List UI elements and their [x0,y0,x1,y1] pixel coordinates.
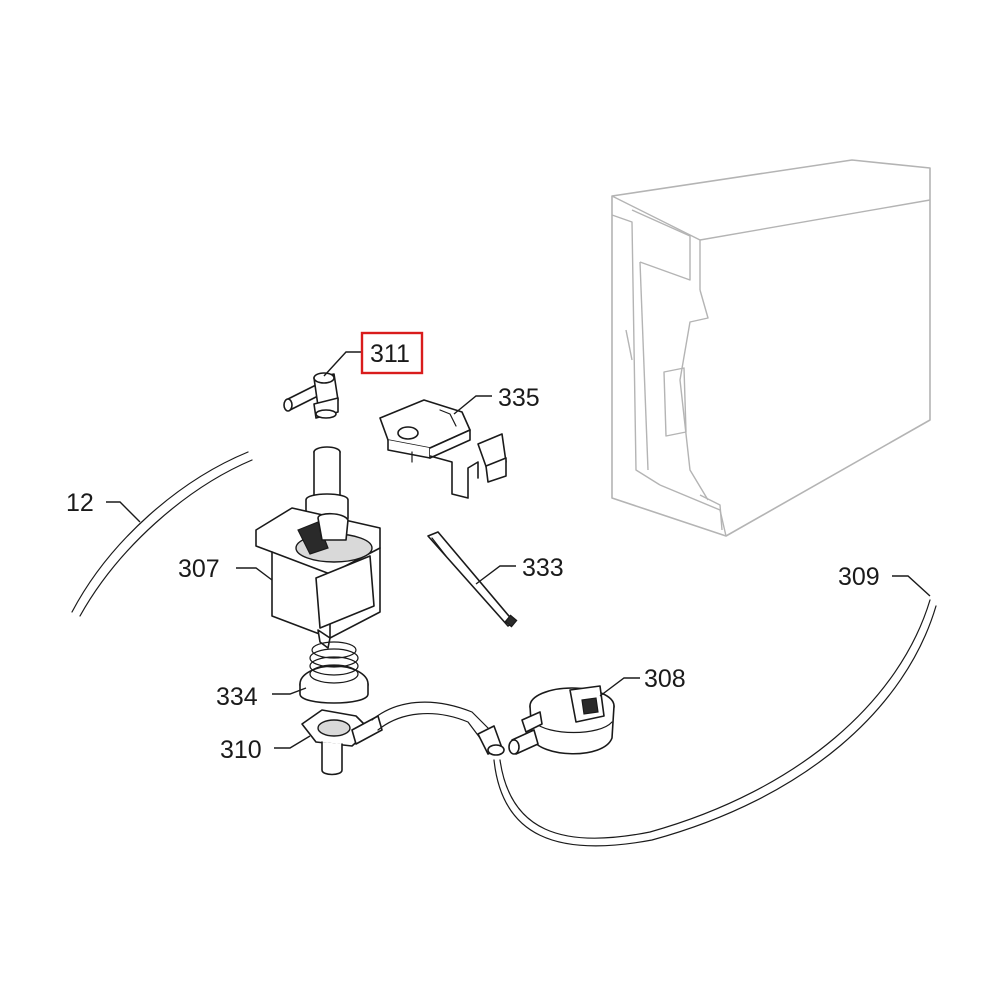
part-311-elbow-fitting [283,372,339,419]
connecting-tube [371,701,505,756]
part-309-hose [493,599,937,847]
part-308-flowmeter [508,685,615,755]
leader-308 [599,677,640,697]
leader-335 [453,395,492,415]
label-309: 309 [838,563,880,591]
part-333-cable-tie [427,531,518,628]
label-308: 308 [644,665,686,693]
leader-12 [106,501,141,523]
part-310-connector [301,709,383,776]
part-307-pump [255,446,381,649]
leader-333 [475,565,516,585]
label-310: 310 [220,736,262,764]
part-334-spring-seal [299,641,369,704]
leader-307 [236,567,273,581]
label-335: 335 [498,384,540,412]
water-tank-outline [611,159,931,537]
leader-334 [272,687,307,695]
callout-labels: 12 307 334 310 311 335 333 308 309 [66,340,880,764]
label-334: 334 [216,683,258,711]
part-335-bracket [379,399,507,499]
leader-lines [106,351,931,749]
label-333: 333 [522,554,564,582]
leader-310 [274,735,311,749]
leader-309 [892,575,931,597]
leader-311 [323,351,362,377]
part-12-hose [71,451,253,617]
highlight-box-311 [360,331,424,375]
label-311: 311 [370,340,410,368]
label-307: 307 [178,555,220,583]
label-12: 12 [66,489,94,517]
